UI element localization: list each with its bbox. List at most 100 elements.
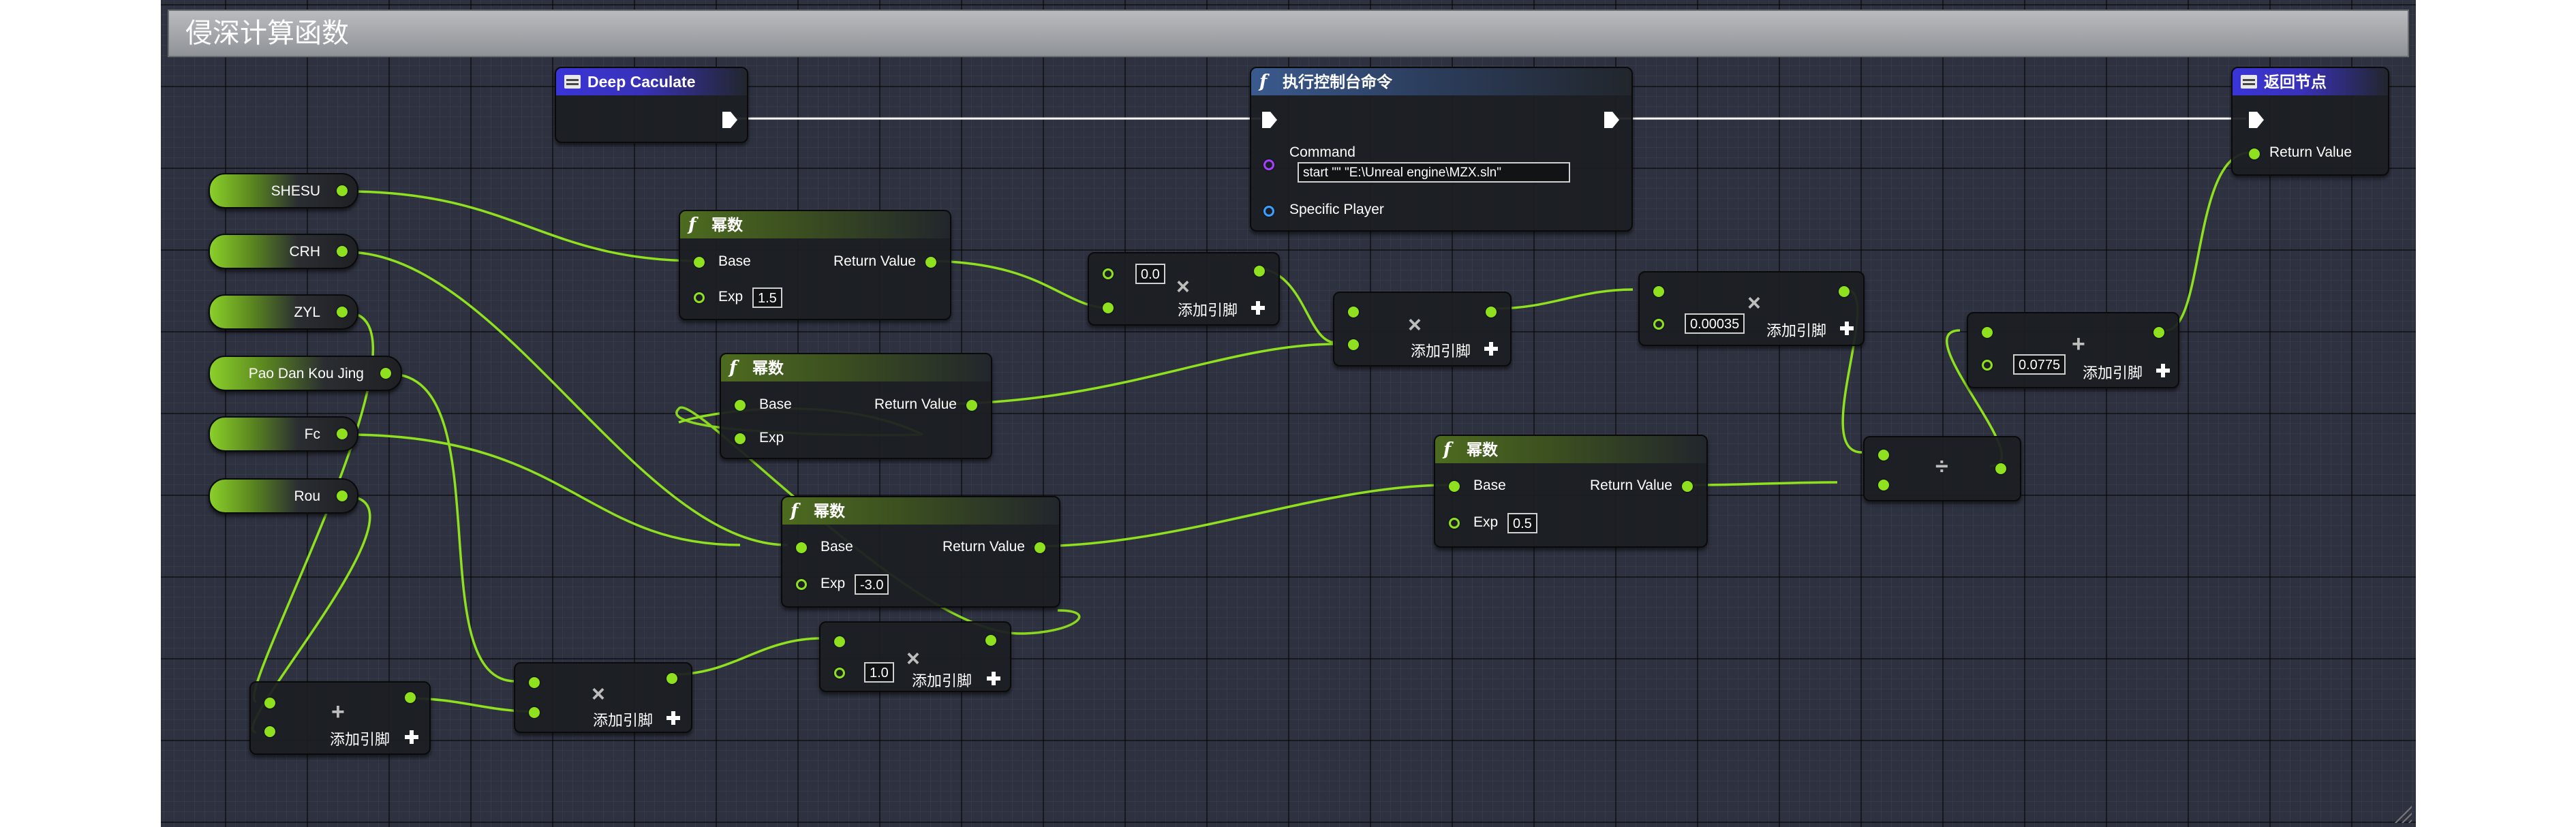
add-pin-icon[interactable] [1251, 301, 1265, 315]
exp-pin[interactable] [735, 433, 746, 444]
multiply-node-b[interactable]: × 添加引脚 [514, 662, 692, 733]
output-pin[interactable] [1486, 307, 1497, 317]
variable-output-pin[interactable] [337, 490, 348, 501]
exp-input[interactable]: -3.0 [855, 574, 889, 595]
add-pin-label[interactable]: 添加引脚 [1766, 322, 1827, 339]
input-pin-b[interactable] [1982, 360, 1993, 371]
console-command-node[interactable]: f 执行控制台命令 Command start "" "E:\Unreal en… [1250, 67, 1633, 232]
add-pin-label[interactable]: 添加引脚 [912, 672, 972, 689]
variable-node-shesu[interactable]: SHESU [209, 173, 358, 208]
return-value-pin[interactable] [1682, 481, 1693, 492]
variable-output-pin[interactable] [337, 307, 348, 317]
input-pin-a[interactable] [834, 636, 845, 647]
input-pin-a[interactable] [529, 677, 540, 688]
exp-pin[interactable] [796, 579, 807, 590]
add-pin-icon[interactable] [666, 711, 680, 725]
add-pin-icon[interactable] [405, 730, 418, 744]
variable-label: Fc [304, 426, 320, 442]
input-pin-a[interactable] [264, 698, 275, 708]
return-value-pin[interactable] [2249, 149, 2260, 159]
power-node-2[interactable]: f 幂数 Base Return Value Exp [720, 353, 992, 459]
power-node-3[interactable]: f 幂数 Base Return Value Exp -3.0 [781, 496, 1060, 608]
function-icon: f [1443, 439, 1452, 460]
multiply-node-d[interactable]: 1.0 × 添加引脚 [819, 621, 1011, 692]
exp-pin[interactable] [1449, 518, 1460, 529]
input-pin-a[interactable] [1878, 450, 1889, 461]
exp-pin[interactable] [694, 292, 705, 303]
input-pin-b[interactable] [1348, 339, 1359, 350]
input-pin-a[interactable] [1982, 327, 1993, 338]
add-pin-label[interactable]: 添加引脚 [593, 712, 654, 729]
variable-label: Pao Dan Kou Jing [248, 366, 364, 381]
add-pin-label[interactable]: 添加引脚 [1411, 343, 1471, 360]
multiply-node-a[interactable]: 0.0 × 添加引脚 [1088, 252, 1280, 326]
variable-output-pin[interactable] [380, 368, 391, 379]
base-pin[interactable] [796, 542, 807, 553]
return-value-label: Return Value [2269, 144, 2352, 160]
add-pin-label[interactable]: 添加引脚 [330, 731, 390, 748]
input-pin-b[interactable] [264, 726, 275, 737]
variable-output-pin[interactable] [337, 246, 348, 257]
input-pin-a[interactable] [1653, 286, 1664, 297]
input-pin-a[interactable] [1103, 268, 1114, 279]
exec-input-pin[interactable] [2249, 112, 2264, 128]
variable-node-fc[interactable]: Fc [209, 416, 358, 452]
output-pin[interactable] [666, 673, 677, 684]
output-pin[interactable] [1254, 266, 1265, 277]
graph-title-bar: 侵深计算函数 [168, 10, 2409, 57]
exp-input[interactable]: 1.5 [752, 287, 782, 308]
specific-player-pin[interactable] [1263, 206, 1274, 217]
input-pin-b[interactable] [529, 707, 540, 718]
return-node[interactable]: 返回节点 Return Value [2231, 67, 2389, 176]
exp-input[interactable]: 0.5 [1507, 513, 1537, 533]
multiply-node-b2[interactable]: × 添加引脚 [1333, 292, 1512, 366]
add-node-a[interactable]: + 添加引脚 [249, 681, 431, 755]
multiply-node-c[interactable]: 0.00035 × 添加引脚 [1638, 271, 1865, 346]
input-pin-b[interactable] [834, 668, 845, 678]
power-node-4[interactable]: f 幂数 Base Return Value Exp 0.5 [1434, 435, 1708, 548]
function-entry-node[interactable]: Deep Caculate [555, 67, 748, 143]
exec-output-pin[interactable] [1604, 112, 1619, 128]
input-b-value[interactable]: 1.0 [864, 662, 894, 683]
return-value-pin[interactable] [966, 400, 977, 411]
add-pin-icon[interactable] [2156, 364, 2170, 377]
base-pin[interactable] [735, 400, 746, 411]
add-pin-icon[interactable] [1840, 322, 1854, 335]
input-pin-b[interactable] [1878, 480, 1889, 490]
add-pin-icon[interactable] [1484, 342, 1498, 356]
variable-node-pao-dan-kou-jing[interactable]: Pao Dan Kou Jing [209, 356, 402, 391]
command-pin[interactable] [1263, 159, 1274, 170]
input-b-value[interactable]: 0.0775 [2013, 354, 2066, 375]
blueprint-graph-canvas[interactable]: 侵深计算函数 Deep Caculate f 执行控制台命令 Command s… [161, 0, 2416, 827]
return-value-label: Return Value [833, 253, 916, 269]
add-pin-label[interactable]: 添加引脚 [2083, 364, 2143, 381]
output-pin[interactable] [405, 692, 416, 703]
variable-node-crh[interactable]: CRH [209, 234, 358, 269]
add-pin-icon[interactable] [987, 672, 1000, 685]
exec-output-pin[interactable] [722, 112, 737, 128]
variable-node-rou[interactable]: Rou [209, 478, 358, 514]
output-pin[interactable] [2153, 327, 2164, 338]
return-value-pin[interactable] [1034, 542, 1045, 553]
input-pin-b[interactable] [1103, 302, 1114, 313]
add-pin-label[interactable]: 添加引脚 [1178, 302, 1238, 319]
output-pin[interactable] [1839, 286, 1850, 297]
variable-node-zyl[interactable]: ZYL [209, 294, 358, 330]
return-node-title: 返回节点 [2264, 73, 2327, 91]
power-node-1[interactable]: f 幂数 Base Return Value Exp 1.5 [679, 210, 951, 320]
input-pin-a[interactable] [1348, 307, 1359, 317]
base-pin[interactable] [694, 257, 705, 268]
variable-output-pin[interactable] [337, 428, 348, 439]
divide-node[interactable]: ÷ [1863, 436, 2021, 501]
base-pin[interactable] [1449, 481, 1460, 492]
output-pin[interactable] [985, 635, 996, 646]
input-b-value[interactable]: 0.00035 [1685, 313, 1745, 334]
variable-output-pin[interactable] [337, 185, 348, 196]
input-pin-b[interactable] [1653, 319, 1664, 330]
command-input[interactable]: start "" "E:\Unreal engine\MZX.sln" [1298, 162, 1570, 183]
input-a-value[interactable]: 0.0 [1135, 264, 1165, 284]
return-value-pin[interactable] [925, 257, 936, 268]
output-pin[interactable] [1995, 463, 2006, 474]
add-node-b[interactable]: 0.0775 + 添加引脚 [1967, 312, 2179, 388]
exec-input-pin[interactable] [1262, 112, 1277, 128]
